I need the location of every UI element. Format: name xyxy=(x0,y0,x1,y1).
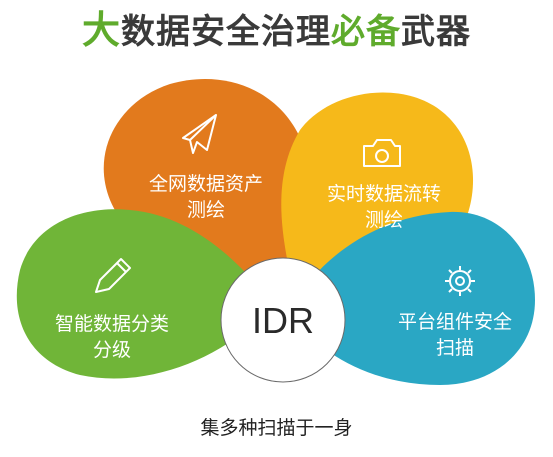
title-accent: 必备 xyxy=(331,12,401,52)
camera-icon xyxy=(363,139,401,167)
core-label: IDR xyxy=(252,300,314,341)
petal-classify-line1: 智能数据分类 xyxy=(55,313,169,335)
petal-scan-line1: 平台组件安全 xyxy=(398,311,512,333)
petal-classify-line2: 分级 xyxy=(93,339,131,361)
petal-scan-line2: 扫描 xyxy=(436,337,474,359)
gear-icon xyxy=(445,266,475,296)
pencil-icon xyxy=(95,258,131,293)
title-text-1: 数据安全治理 xyxy=(121,12,331,52)
petal-green xyxy=(16,209,272,379)
core-circle xyxy=(220,257,346,383)
petal-flow-line1: 实时数据流转 xyxy=(327,183,441,205)
petal-asset-line1: 全网数据资产 xyxy=(149,173,263,195)
title-text-2: 武器 xyxy=(401,12,471,52)
page-title: 大数据安全治理必备武器 xyxy=(0,8,553,54)
petal-asset-line2: 测绘 xyxy=(187,199,225,221)
petal-flow-line2: 测绘 xyxy=(365,209,403,231)
footer-caption: 集多种扫描于一身 xyxy=(200,417,353,439)
paper-plane-icon xyxy=(182,114,217,154)
petal-teal xyxy=(290,211,535,385)
title-accent-big: 大 xyxy=(81,8,121,52)
